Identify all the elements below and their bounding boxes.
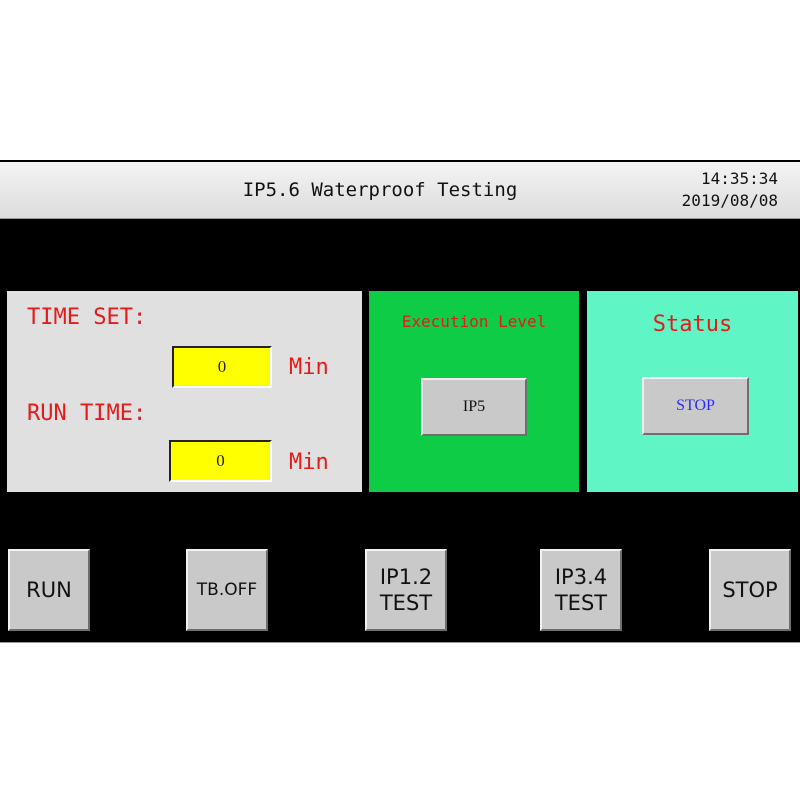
execution-level-button[interactable]: IP5 (421, 378, 527, 436)
time-panel: TIME SET: 0 Min RUN TIME: 0 Min (7, 291, 362, 492)
ip34-test-button[interactable]: IP3.4 TEST (540, 549, 622, 631)
title-bar (0, 162, 800, 219)
status-indicator: STOP (642, 377, 749, 435)
run-time-unit: Min (289, 450, 329, 475)
status-panel: Status STOP (587, 291, 798, 492)
run-time-label: RUN TIME: (27, 401, 147, 426)
status-title: Status (652, 312, 733, 337)
clock: 14:35:34 2019/08/08 (682, 168, 778, 212)
run-button[interactable]: RUN (8, 549, 90, 631)
page-title: IP5.6 Waterproof Testing (242, 179, 518, 201)
screen-bottom-edge (0, 642, 800, 643)
stop-button[interactable]: STOP (709, 549, 791, 631)
tb-off-button[interactable]: TB.OFF (186, 549, 268, 631)
run-time-field[interactable]: 0 (169, 440, 272, 482)
clock-date: 2019/08/08 (681, 191, 778, 210)
time-set-field[interactable]: 0 (172, 346, 272, 388)
execution-level-title: Execution Level (401, 312, 547, 331)
time-set-label: TIME SET: (27, 305, 147, 330)
execution-level-panel: Execution Level IP5 (369, 291, 579, 492)
ip12-test-button[interactable]: IP1.2 TEST (365, 549, 447, 631)
time-set-unit: Min (289, 355, 329, 380)
clock-time: 14:35:34 (700, 169, 778, 188)
